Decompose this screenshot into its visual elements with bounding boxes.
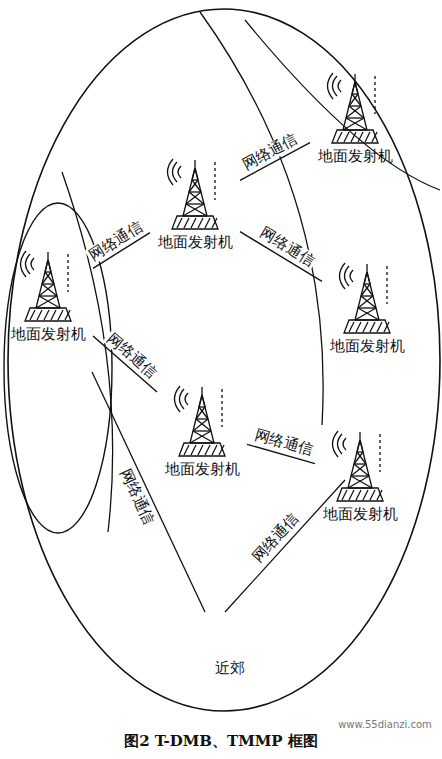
node-label: 地面发射机: [322, 337, 412, 355]
outer-area: [8, 9, 440, 711]
area-arc: [200, 12, 323, 425]
tower-icon: [172, 385, 232, 460]
transmitter-node: 地面发射机: [157, 385, 247, 478]
transmitter-node: 地面发射机: [150, 158, 240, 251]
tower-icon: [330, 430, 390, 505]
transmitter-node: 地面发射机: [310, 72, 400, 165]
transmitter-node: 地面发射机: [3, 250, 93, 343]
transmitter-node: 地面发射机: [322, 262, 412, 355]
link-label: 网络通信: [115, 464, 159, 530]
area-arc: [245, 20, 440, 190]
tower-icon: [337, 262, 397, 337]
area-arc: [62, 172, 113, 532]
node-label: 地面发射机: [150, 233, 240, 251]
network-line: [225, 480, 345, 612]
network-line: [92, 372, 205, 612]
node-label: 地面发射机: [157, 460, 247, 478]
watermark: www.55dianzi.com: [338, 719, 432, 730]
node-label: 地面发射机: [315, 505, 405, 523]
node-label: 地面发射机: [3, 325, 93, 343]
node-label: 地面发射机: [310, 147, 400, 165]
figure-caption: 图2 T-DMB、TMMP 框图: [0, 732, 442, 751]
tower-icon: [325, 72, 385, 147]
area-label: 近郊: [215, 659, 245, 678]
link-label: 网络通信: [248, 508, 305, 568]
tower-icon: [18, 250, 78, 325]
tower-icon: [165, 158, 225, 233]
link-label: 网络通信: [84, 217, 147, 265]
transmitter-node: 地面发射机: [315, 430, 405, 523]
